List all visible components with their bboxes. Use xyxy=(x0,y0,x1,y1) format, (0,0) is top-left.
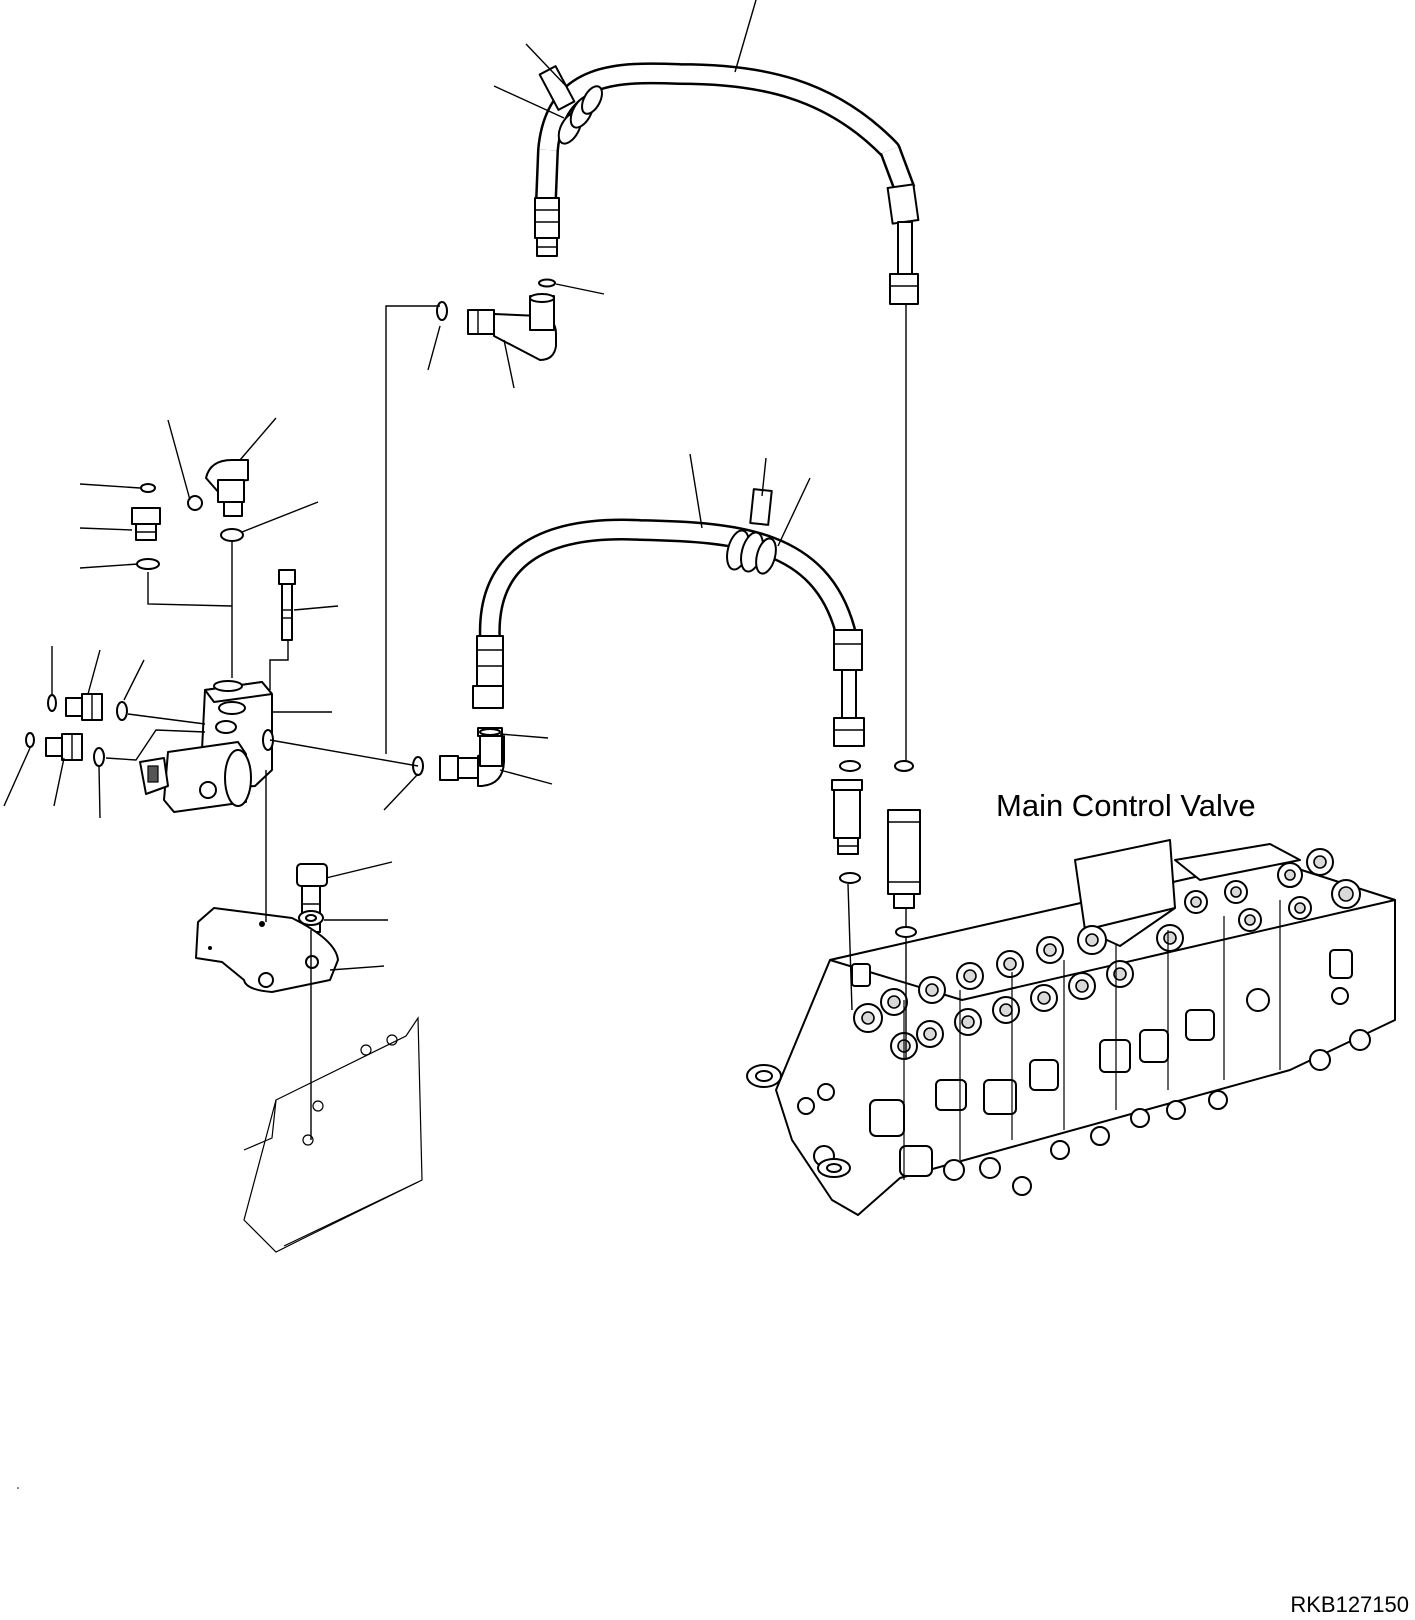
mcv-front-caps xyxy=(797,949,1371,1196)
stray-mark xyxy=(17,1487,19,1489)
main-control-valve-label: Main Control Valve xyxy=(996,788,1256,823)
upper-hose-clamp xyxy=(538,65,603,145)
phantom-bracket xyxy=(243,1016,423,1253)
lower-hose xyxy=(472,488,865,747)
drawing-reference-code: RKB127150 xyxy=(1290,1592,1409,1617)
assembly-lines xyxy=(105,304,907,1140)
upper-elbow-fitting xyxy=(467,293,557,361)
upper-hose xyxy=(534,62,920,305)
check-valves xyxy=(831,760,921,938)
mcv-ports xyxy=(853,848,1361,1060)
mounting-bolt xyxy=(296,863,328,933)
leader-lines xyxy=(3,0,811,971)
o-ring xyxy=(538,278,556,288)
o-ring xyxy=(436,301,448,321)
main-control-valve xyxy=(746,839,1396,1216)
mounting-plate xyxy=(195,907,339,993)
lower-elbow-fitting xyxy=(439,727,505,787)
small-parts xyxy=(131,459,296,641)
side-fittings xyxy=(25,693,128,767)
solenoid-valve-block xyxy=(139,680,274,813)
